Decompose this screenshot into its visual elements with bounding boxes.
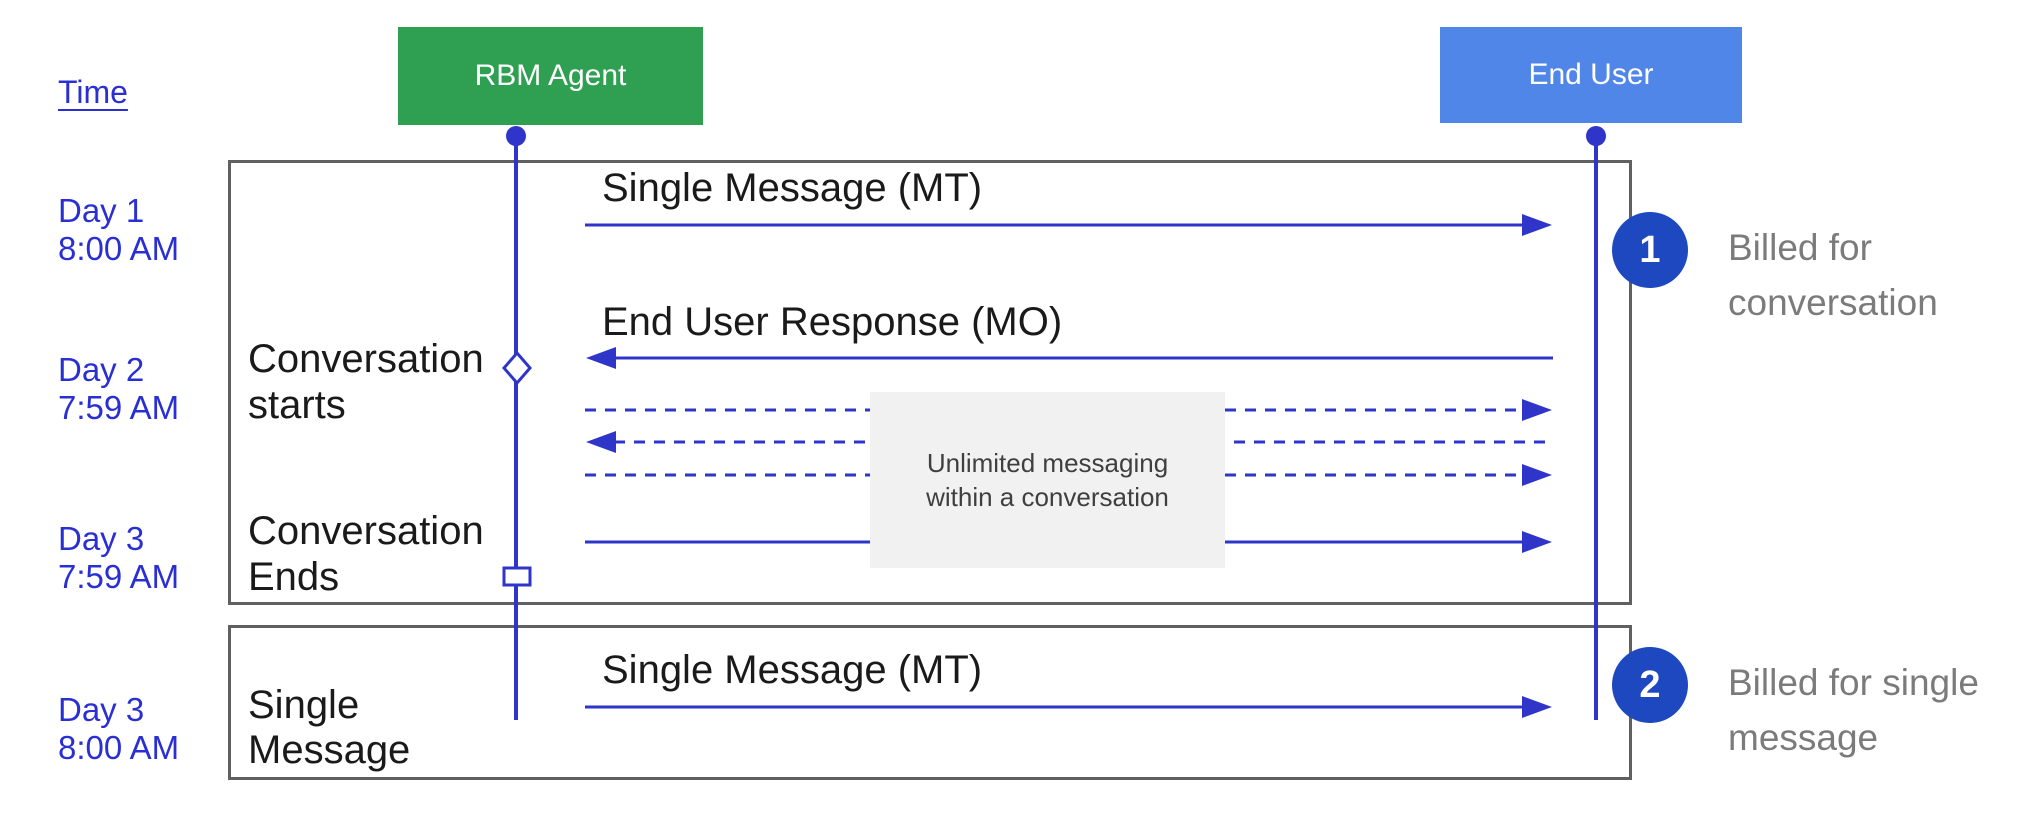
billed-for-single-message-label: Billed for single message [1728, 662, 1979, 758]
timeline-time: 7:59 AM [58, 558, 180, 595]
billing-badge-2: 2 [1612, 647, 1688, 723]
timeline-day: Day 3 [58, 691, 145, 728]
timeline-day: Day 3 [58, 520, 145, 557]
timeline-time: 8:00 AM [58, 729, 180, 766]
timeline-label-day2: Day 2 7:59 AM [58, 351, 179, 427]
conversation-ends-label: Conversation Ends [248, 509, 484, 599]
timeline-label-day3-end: Day 3 7:59 AM [58, 520, 179, 596]
conversation-frame [228, 160, 1632, 605]
billed-for-conversation-label: Billed for conversation [1728, 227, 1938, 323]
time-axis-label: Time [58, 74, 128, 110]
timeline-time: 8:00 AM [58, 230, 180, 267]
mt-message-label: Single Message (MT) [602, 166, 983, 210]
unlimited-messaging-note: Unlimited messaging within a conversatio… [870, 392, 1225, 568]
end-user-box: End User [1440, 27, 1742, 123]
end-user-lifeline-dot [1586, 126, 1606, 146]
timeline-day: Day 1 [58, 192, 145, 229]
conversation-starts-label: Conversation starts [248, 337, 484, 427]
rbm-agent-label: RBM Agent [474, 59, 627, 92]
single-message-event-label: Single Message [248, 683, 411, 772]
end-user-label: End User [1528, 58, 1654, 91]
timeline-label-day3-single: Day 3 8:00 AM [58, 691, 179, 767]
timeline-time: 7:59 AM [58, 389, 180, 426]
timeline-label-day1: Day 1 8:00 AM [58, 192, 179, 268]
agent-lifeline-dot [506, 126, 526, 146]
mo-message-label: End User Response (MO) [602, 300, 1063, 344]
rbm-agent-box: RBM Agent [398, 27, 703, 125]
single-mt-message-label: Single Message (MT) [602, 648, 983, 692]
billing-badge-1: 1 [1612, 212, 1688, 288]
timeline-day: Day 2 [58, 351, 145, 388]
